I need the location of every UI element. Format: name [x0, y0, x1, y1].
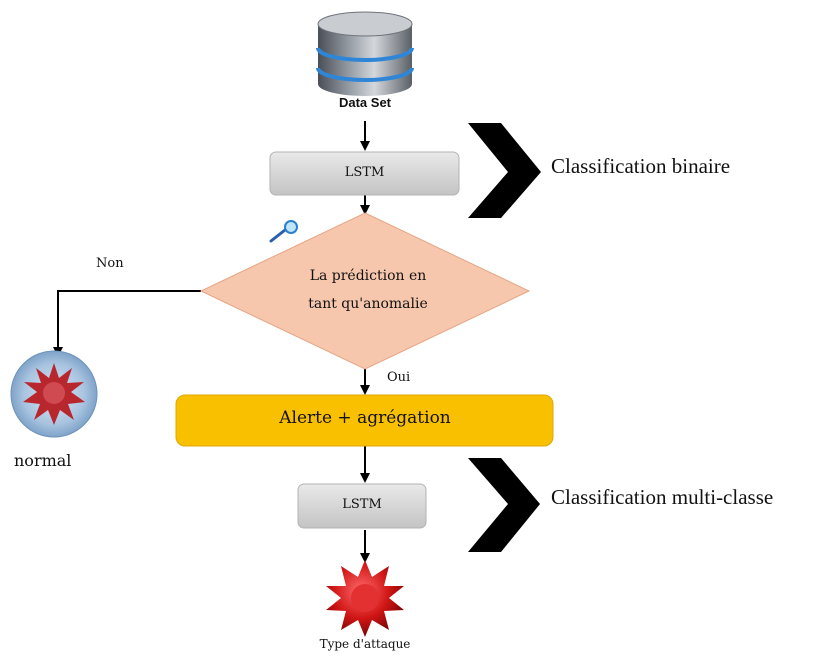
arrow-decision-normal — [53, 290, 201, 357]
magnifier-icon — [269, 220, 298, 243]
edge-label-yes: Oui — [387, 370, 411, 385]
lstm-label-1: LSTM — [344, 165, 385, 180]
normal-label: normal — [14, 451, 72, 470]
decision-line-1: La prédiction en — [309, 268, 427, 284]
decision-label: La prédiction en tant qu'anomalie — [268, 262, 468, 318]
dataset-label: Data Set — [338, 95, 392, 110]
database-icon — [316, 11, 414, 96]
decision-line-2: tant qu'anomalie — [308, 296, 428, 312]
lstm-label-2: LSTM — [342, 497, 382, 512]
attack-label: Type d'attaque — [319, 637, 411, 651]
lstm-box-1 — [269, 151, 460, 196]
stage-label-binary: Classification binaire — [551, 154, 731, 178]
virus-icon-attack — [326, 560, 404, 637]
chevron-icon-binary — [468, 123, 541, 218]
virus-icon-normal — [10, 350, 98, 438]
lstm-box-2 — [297, 483, 427, 529]
alert-label: Alerte + agrégation — [279, 408, 451, 428]
decision-diamond — [199, 212, 531, 370]
edge-label-no: Non — [96, 256, 124, 271]
alert-box — [175, 394, 554, 447]
chevron-icon-multi — [468, 458, 540, 552]
stage-label-multi: Classification multi-classe — [551, 485, 774, 509]
